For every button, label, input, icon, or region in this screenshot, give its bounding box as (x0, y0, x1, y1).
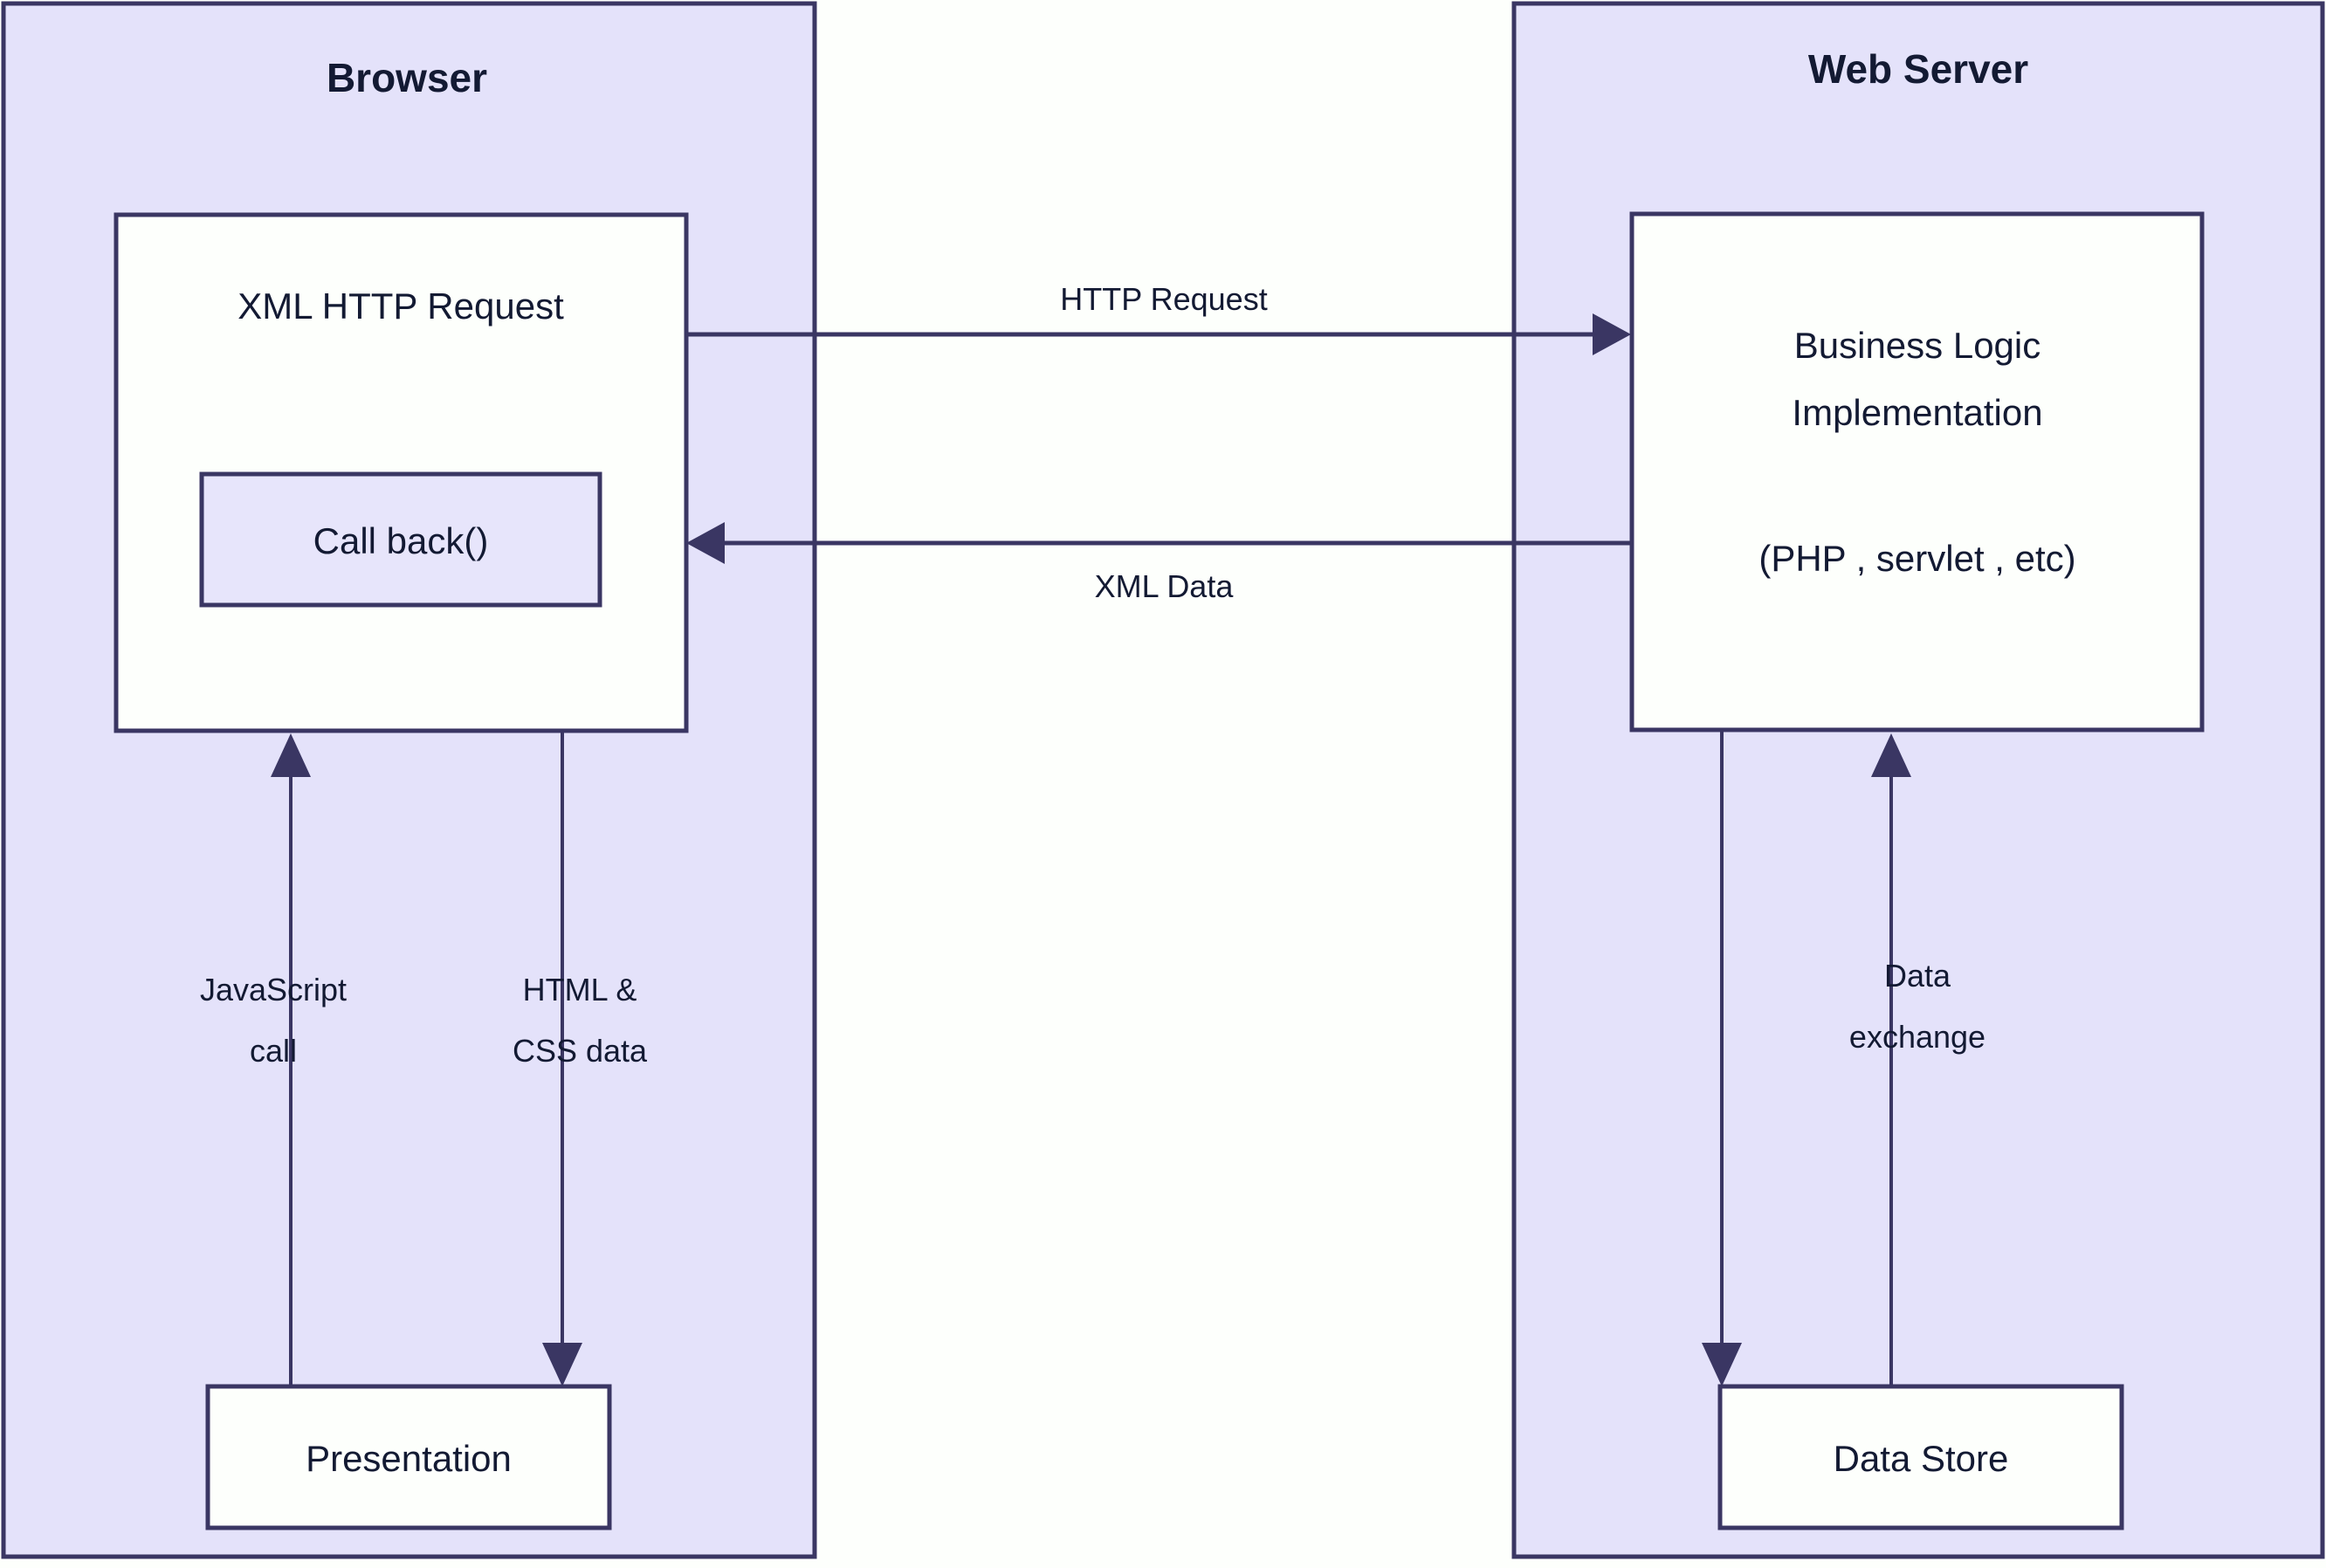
edge-data-exchange-up-arrow-head (1871, 733, 1911, 777)
node-business-logic-label-line1: Business Logic (1794, 325, 2041, 366)
edge-html-css-data-arrow-head (542, 1343, 582, 1386)
node-call-back[interactable]: Call back() (199, 471, 602, 608)
edge-html-css-data: HTML & CSS data (513, 732, 648, 1386)
node-presentation-rect[interactable] (205, 1384, 612, 1530)
edge-html-css-data-label-line1: HTML & (523, 972, 637, 1008)
panel-browser-title: Browser (327, 55, 487, 100)
node-business-logic[interactable]: Business Logic Implementation (PHP , ser… (1629, 211, 2205, 732)
node-data-store-rect[interactable] (1717, 1384, 2124, 1530)
node-data-store[interactable]: Data Store (1717, 1384, 2124, 1530)
edge-javascript-call: JavaScript call (200, 733, 347, 1386)
panel-web-server-title: Web Server (1808, 46, 2028, 92)
node-call-back-label: Call back() (313, 520, 489, 561)
edge-xml-data-label: XML Data (1095, 568, 1235, 604)
edge-javascript-call-label-line1: JavaScript (200, 972, 347, 1008)
edge-http-request-arrow-head (1593, 313, 1631, 355)
edge-xml-data: XML Data (686, 522, 1631, 604)
edge-data-exchange-down-arrow-head (1702, 1343, 1742, 1386)
node-business-logic-label-line2: Implementation (1792, 392, 2042, 433)
edge-javascript-call-arrow-head (271, 733, 311, 777)
edge-html-css-data-label-line2: CSS data (513, 1033, 648, 1069)
edge-data-exchange-label-line1: Data (1884, 958, 1951, 994)
node-data-store-label: Data Store (1834, 1438, 2009, 1479)
node-presentation[interactable]: Presentation (205, 1384, 612, 1530)
node-presentation-label: Presentation (306, 1438, 512, 1479)
edge-xml-data-arrow-head (686, 522, 725, 564)
node-business-logic-label-line3: (PHP , servlet , etc) (1758, 538, 2075, 579)
node-xml-http-request-label: XML HTTP Request (237, 285, 564, 327)
node-call-back-rect[interactable] (199, 471, 602, 608)
edge-http-request-label: HTTP Request (1060, 281, 1267, 317)
node-business-logic-rect[interactable] (1629, 211, 2205, 732)
edge-data-exchange-label-line2: exchange (1849, 1019, 1985, 1055)
edge-javascript-call-label-line2: call (250, 1033, 297, 1069)
edge-data-exchange: Data exchange (1702, 730, 1985, 1386)
edge-http-request: HTTP Request (686, 281, 1631, 355)
